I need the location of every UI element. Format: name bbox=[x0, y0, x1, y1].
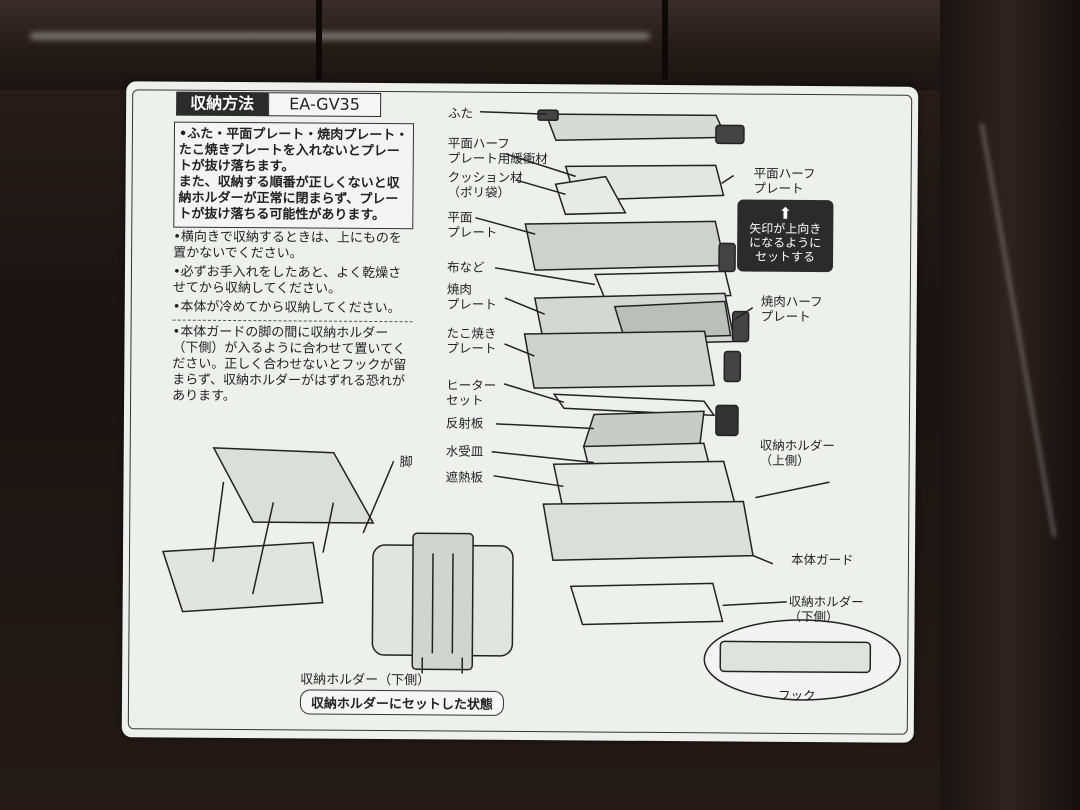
part-label-cloth: 布など bbox=[446, 259, 485, 275]
body-guard-shape bbox=[542, 500, 754, 561]
seam bbox=[662, 0, 668, 80]
left-holder-shape bbox=[162, 541, 324, 613]
part-label-takoyaki-plate: たこ焼き プレート bbox=[446, 325, 497, 356]
appliance-edge bbox=[0, 0, 1080, 90]
part-label-yakiniku-half-plate: 焼肉ハーフ プレート bbox=[760, 293, 823, 325]
lid-handle bbox=[715, 124, 745, 145]
arrow-note-text: 矢印が上向き になるように セットする bbox=[749, 221, 822, 265]
part-label-upper-holder: 収納ホルダー （上側） bbox=[759, 437, 835, 469]
part-label-heat-shield: 遮熱板 bbox=[445, 469, 484, 485]
lid-shape bbox=[544, 113, 728, 142]
reflection bbox=[30, 32, 650, 40]
part-label-cushion-bag: クッション材 （ポリ袋） bbox=[447, 169, 523, 200]
cushion-shape bbox=[554, 175, 627, 216]
seam bbox=[316, 0, 322, 80]
up-arrow-icon: ⬆ bbox=[778, 203, 793, 223]
part-label-lower-holder: 収納ホルダー （下側） bbox=[788, 593, 864, 625]
flat-plate-shape bbox=[524, 220, 726, 271]
exploded-diagram bbox=[162, 109, 902, 701]
left-unit-shape bbox=[212, 447, 375, 524]
appliance-side bbox=[940, 0, 1080, 810]
takoyaki-plate-shape bbox=[523, 330, 716, 389]
part-label-hook: フック bbox=[777, 687, 816, 704]
lower-holder-shape bbox=[569, 582, 724, 626]
yakiniku-half-plate-shape bbox=[613, 300, 732, 340]
heater-plug bbox=[715, 404, 739, 437]
part-label-heater: ヒーター セット bbox=[446, 377, 497, 408]
plate-handle bbox=[723, 350, 742, 383]
storage-instruction-label: 収納方法 EA-GV35 •ふた・平面プレート・焼肉プレート・たこ焼きプレートを… bbox=[121, 81, 919, 743]
heater-shape bbox=[552, 393, 716, 417]
part-label-half-cushion: 平面ハーフ プレート用緩衝材 bbox=[447, 135, 548, 167]
part-label-yakiniku-plate: 焼肉 プレート bbox=[446, 281, 497, 312]
lower-holder-caption: 収納ホルダー（下側） bbox=[300, 672, 431, 689]
part-label-body-guard: 本体ガード bbox=[790, 551, 854, 568]
part-label-flat-half-plate: 平面ハーフ プレート bbox=[753, 165, 816, 196]
part-label-flat-plate: 平面 プレート bbox=[447, 209, 498, 240]
part-label-reflector: 反射板 bbox=[445, 415, 484, 431]
part-label-water-tray: 水受皿 bbox=[445, 443, 484, 459]
arrow-direction-note: ⬆ 矢印が上向き になるように セットする bbox=[736, 199, 834, 273]
cloth-shape bbox=[593, 270, 732, 300]
set-state-caption: 収納ホルダーにセットした状態 bbox=[299, 689, 505, 716]
part-label-lid: ふた bbox=[448, 105, 474, 121]
plate-handle bbox=[718, 242, 736, 273]
lid-handle bbox=[537, 109, 559, 121]
reflector-shape bbox=[582, 410, 705, 448]
leg-label: 脚 bbox=[399, 455, 413, 471]
